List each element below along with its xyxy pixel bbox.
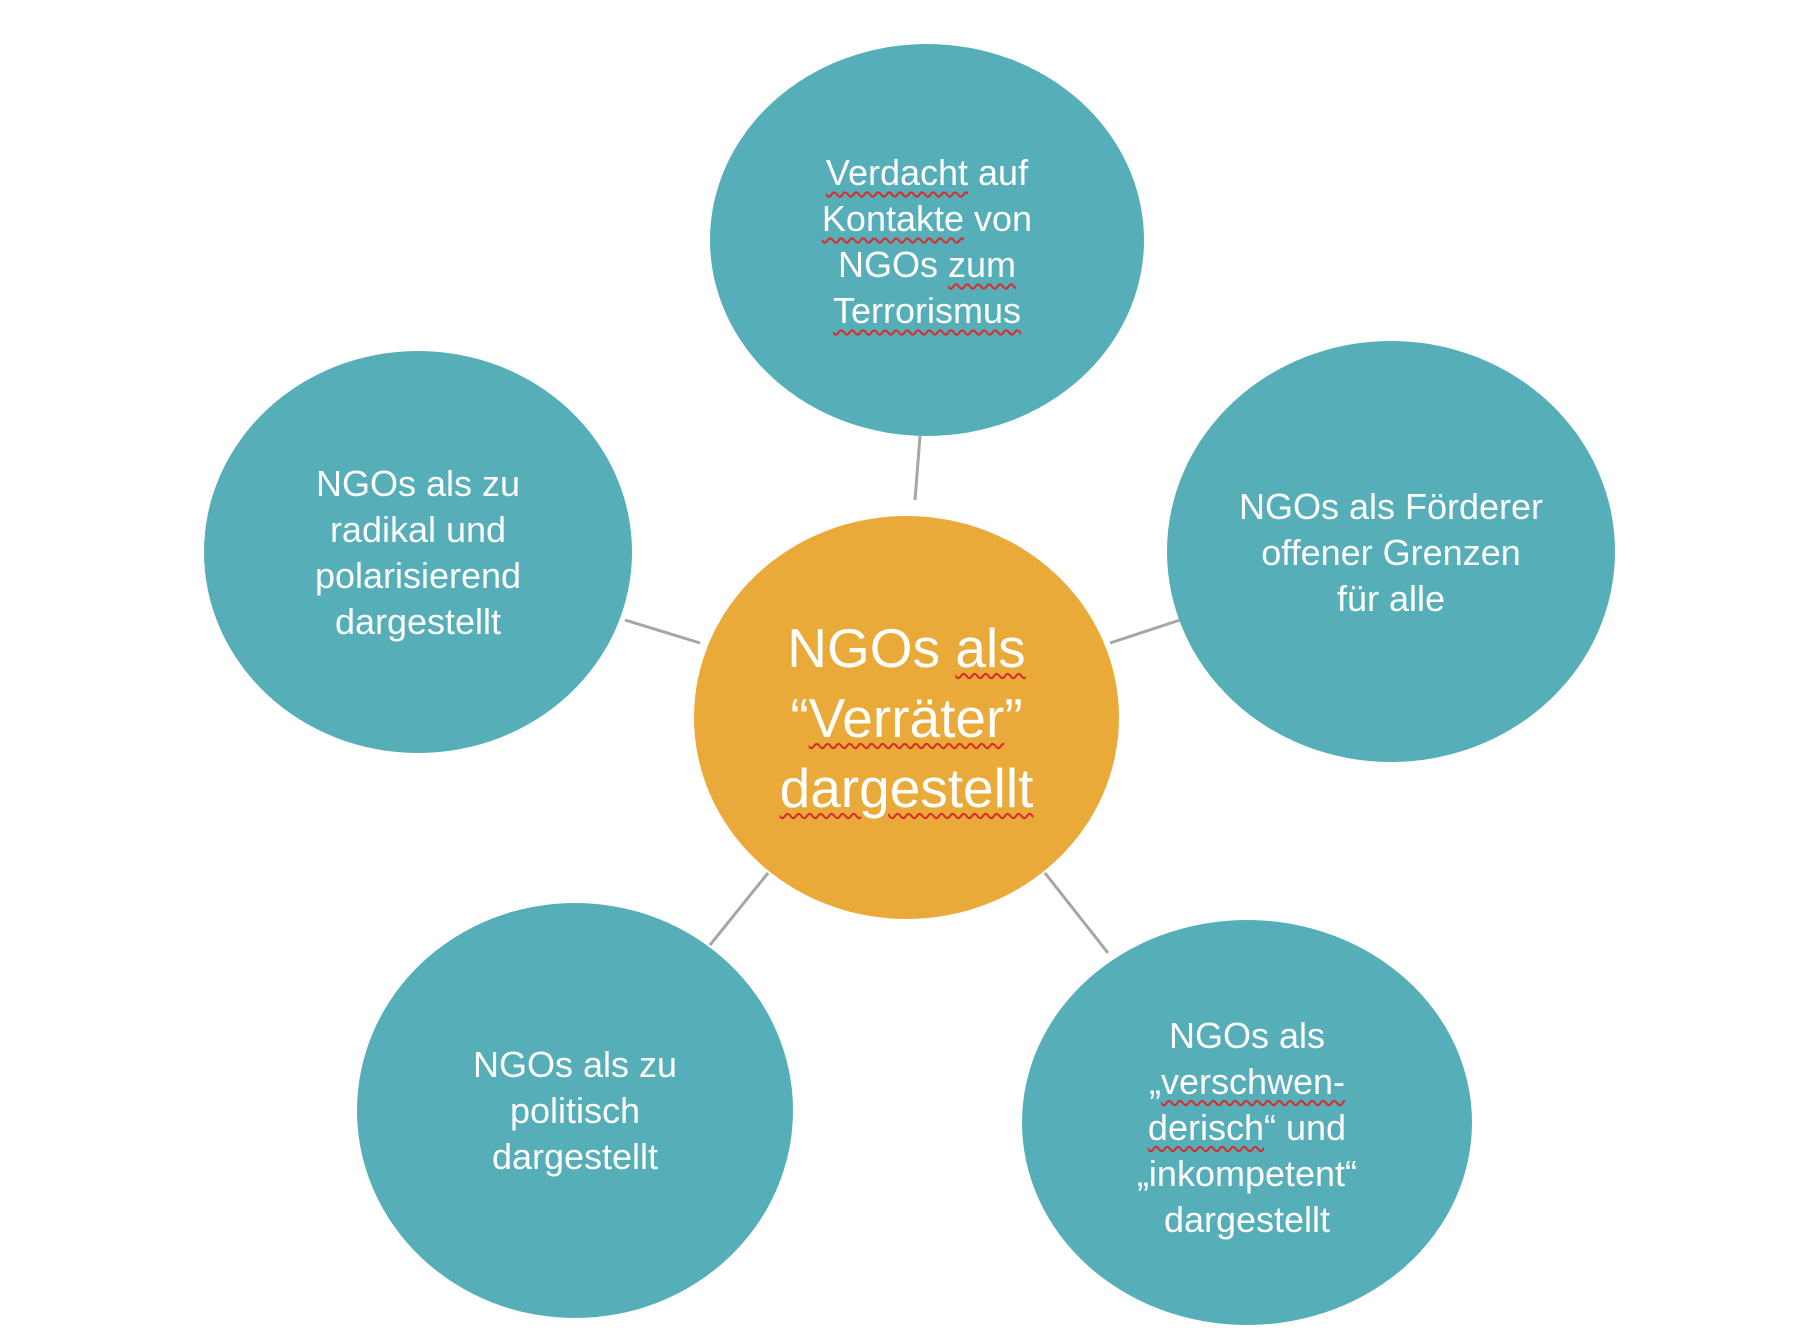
text-segment: polarisierend — [314, 555, 522, 596]
text-line: NGOs als — [780, 613, 1034, 683]
text-segment: NGOs als zu — [472, 1043, 678, 1085]
spellcheck-flagged-word: zum — [948, 244, 1017, 285]
text-segment: NGOs als zu — [315, 463, 521, 504]
text-segment: radikal und — [329, 509, 507, 550]
text-line: „inkompetent“ — [1137, 1151, 1357, 1197]
text-line: radikal und — [315, 507, 521, 553]
text-line: dargestellt — [473, 1134, 677, 1180]
text-line: NGOs als zu — [315, 461, 521, 507]
central-node-text: NGOs als“Verräter”dargestellt — [780, 613, 1034, 823]
text-line: dargestellt — [780, 753, 1034, 823]
text-segment: dargestellt — [491, 1135, 659, 1177]
text-segment: NGOs — [837, 244, 948, 285]
central-node-traitors: NGOs als“Verräter”dargestellt — [694, 516, 1119, 919]
text-line: Terrorismus — [822, 288, 1032, 334]
node-text: NGOs als zu radikal und polarisierend darge… — [315, 459, 521, 645]
node-wasteful-incompetent: NGOs als„verschwen-derisch“ und„inkompet… — [1022, 920, 1472, 1325]
text-line: NGOs als zu — [473, 1042, 677, 1088]
text-line: “Verräter” — [780, 683, 1034, 753]
text-line: dargestellt — [315, 599, 521, 645]
text-line: polarisierend — [315, 553, 521, 599]
connector-bottom-left — [708, 872, 770, 946]
text-segment: für alle — [1336, 577, 1446, 619]
connector-top — [913, 435, 922, 501]
text-line: NGOs als Förderer — [1239, 484, 1543, 530]
connector-bottom-right — [1043, 872, 1110, 954]
text-line: NGOs als — [1137, 1013, 1357, 1059]
spellcheck-flagged-word: verschwen- — [1160, 1060, 1346, 1102]
text-line: NGOs zum — [822, 242, 1032, 288]
text-segment: politisch — [509, 1089, 641, 1131]
spellcheck-flagged-word: als — [955, 616, 1026, 679]
spellcheck-flagged-word: Terrorismus — [832, 290, 1021, 331]
text-segment: dargestellt — [1163, 1198, 1331, 1240]
text-segment: “ und — [1263, 1106, 1347, 1148]
text-line: „verschwen- — [1137, 1059, 1357, 1105]
spellcheck-flagged-word: Verdacht — [825, 152, 969, 193]
text-segment: NGOs als — [1168, 1014, 1325, 1056]
text-line: derisch“ und — [1137, 1105, 1357, 1151]
text-line: für alle — [1239, 576, 1543, 622]
text-segment: „inkompetent“ — [1136, 1152, 1358, 1194]
text-segment: von — [964, 198, 1033, 239]
spellcheck-flagged-word: Verräter — [808, 686, 1005, 749]
text-segment: ” — [1004, 686, 1023, 749]
text-segment: dargestellt — [334, 601, 502, 642]
text-line: dargestellt — [1137, 1197, 1357, 1243]
text-line: Kontakte von — [822, 196, 1032, 242]
text-segment: NGOs — [787, 616, 956, 679]
connector-right — [1109, 618, 1181, 645]
text-line: politisch — [473, 1088, 677, 1134]
text-segment: “ — [790, 686, 809, 749]
text-line: Verdacht auf — [822, 150, 1032, 196]
text-segment: NGOs als Förderer — [1238, 485, 1544, 527]
node-radical-polarizing: NGOs als zu radikal und polarisierend darge… — [204, 351, 632, 753]
text-segment: auf — [968, 152, 1029, 193]
spellcheck-flagged-word: dargestellt — [779, 756, 1034, 819]
connector-left — [624, 618, 701, 645]
text-line: offener Grenzen — [1239, 530, 1543, 576]
spellcheck-flagged-word: Kontakte — [821, 198, 965, 239]
spellcheck-flagged-word: derisch — [1147, 1106, 1264, 1148]
text-segment: offener Grenzen — [1261, 531, 1521, 573]
node-text: NGOs als„verschwen-derisch“ und„inkompet… — [1137, 1003, 1357, 1243]
text-segment: „ — [1148, 1060, 1161, 1102]
